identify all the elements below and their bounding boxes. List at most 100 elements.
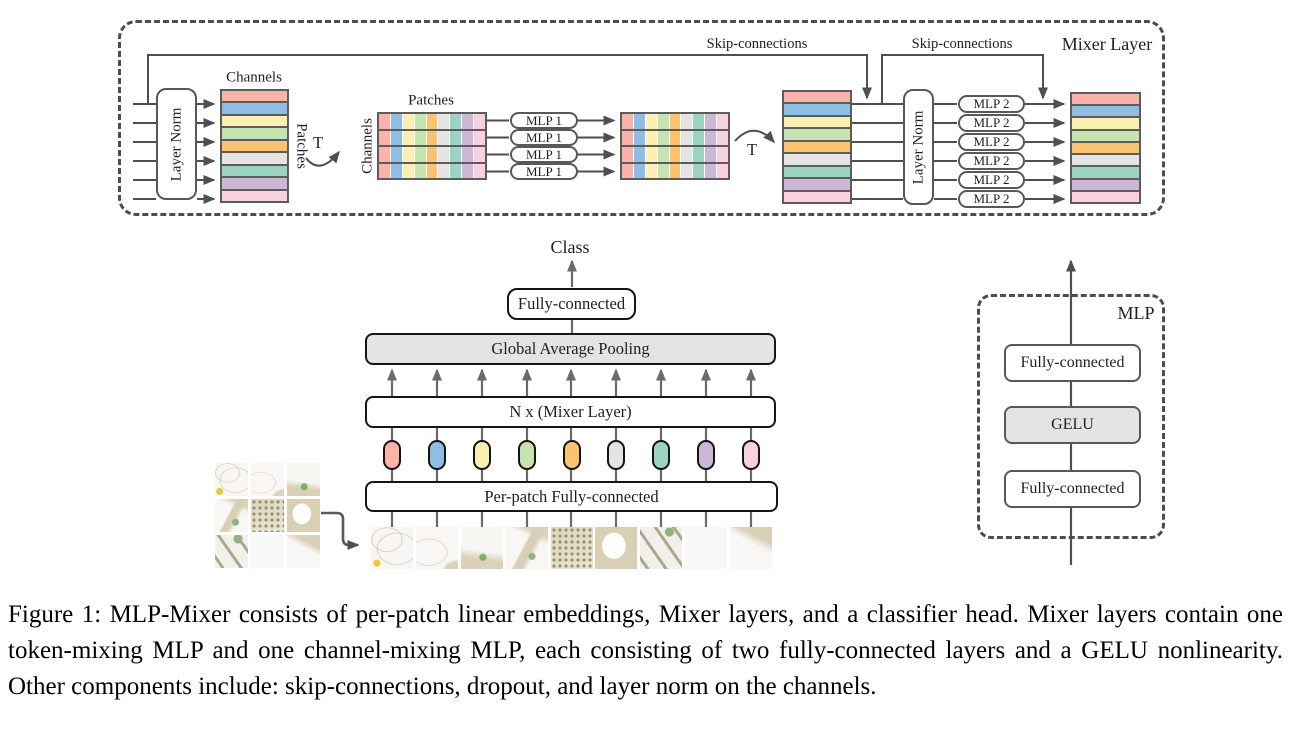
image-patch-row [371,527,772,569]
mlp2-box-3: MLP 2 [958,133,1025,151]
matrix-cell [390,114,402,129]
channels-axis-label: Channels [226,69,282,86]
image-patch [251,499,284,532]
matrix-cell [669,130,681,145]
mlp-fc-bottom-label: Fully-connected [1020,480,1125,497]
matrix-cell [717,114,729,129]
mlp2-box-2: MLP 2 [958,114,1025,132]
mlp-fully-connected-bottom-box: Fully-connected [1004,470,1141,508]
matrix-cell [645,163,657,178]
mlp1-box-2: MLP 1 [510,129,578,146]
matrix-cell [390,130,402,145]
transpose-arrow-2 [734,129,776,144]
matrix-cell [414,163,426,178]
matrix-cell [633,114,645,129]
matrix-cell [693,163,705,178]
image-patch [730,527,772,569]
matrix-cell [717,163,729,178]
layer-norm-2-label: Layer Norm [910,110,926,184]
transpose-arrow-1 [305,150,340,167]
mlp1-box-3: MLP 1 [510,146,578,163]
tokens-matrix-output [1070,92,1141,204]
mlp-block-dashed-box [977,294,1165,539]
matrix-cell [426,130,438,145]
gelu-label: GELU [1051,416,1094,433]
matrix-cell [402,130,414,145]
matrix-cell [693,147,705,162]
matrix-cell [717,147,729,162]
transposed-matrix-in [377,112,487,180]
mixer-layer-wires [133,54,1066,204]
image-patch [550,527,593,569]
mixer-stack-label: N x (Mixer Layer) [509,402,632,421]
skip-connections-label-1: Skip-connections [706,35,808,52]
image-patch [287,499,320,532]
input-image-patch-grid [215,463,320,568]
matrix-cell [622,147,633,162]
matrix-cell [705,130,717,145]
matrix-cell [379,163,390,178]
mixer-stack-box: N x (Mixer Layer) [365,396,776,428]
mlp2-label: MLP 2 [973,115,1010,130]
image-patch [685,527,728,569]
patch-embedding-token [427,440,446,470]
matrix-cell [669,163,681,178]
mlp2-box-4: MLP 2 [958,152,1025,170]
patch-embedding-token [607,440,626,470]
matrix-cell [705,114,717,129]
matrix-cell [414,130,426,145]
matrix-cell [669,114,681,129]
gelu-box: GELU [1004,406,1141,444]
mlp2-box-6: MLP 2 [958,190,1025,208]
mlp1-label: MLP 1 [526,146,562,162]
matrix-cell [402,114,414,129]
gap-label: Global Average Pooling [491,339,650,358]
matrix-cell [379,114,390,129]
mlp2-box-1: MLP 2 [958,95,1025,113]
matrix-cell [462,114,474,129]
matrix-cell [474,114,486,129]
classifier-fc-label: Fully-connected [517,294,626,313]
matrix-cell [402,147,414,162]
image-patch [415,527,458,569]
image-patch [287,535,320,568]
matrix-cell [450,114,462,129]
matrix-cell [645,130,657,145]
image-patch [371,527,413,569]
mlp2-label: MLP 2 [973,96,1010,111]
matrix-cell [462,147,474,162]
image-patch [251,463,284,496]
matrix-cell [681,147,693,162]
image-patch [640,527,683,569]
matrix-cell [474,147,486,162]
matrix-cell [414,114,426,129]
matrix-cell [438,130,450,145]
matrix-cell [462,163,474,178]
matrix-cell [379,147,390,162]
matrix-cell [426,163,438,178]
matrix-cell [622,114,633,129]
matrix-row [620,145,730,164]
mlp1-box-1: MLP 1 [510,112,578,129]
matrix-cell [622,163,633,178]
patches-axis-label-transposed: Patches [408,92,454,109]
global-average-pooling-box: Global Average Pooling [365,333,776,365]
per-patch-fully-connected-box: Per-patch Fully-connected [365,481,778,512]
patch-embedding-token [472,440,491,470]
mixer-layer-title: Mixer Layer [1061,34,1153,54]
layer-norm-1-label: Layer Norm [168,107,184,181]
mlp2-box-5: MLP 2 [958,171,1025,189]
matrix-cell [379,130,390,145]
image-patch [460,527,503,569]
architecture-wires [387,259,756,528]
channels-axis-label-transposed: Channels [359,118,376,174]
tokens-matrix [220,89,289,203]
matrix-cell [693,130,705,145]
skip-connection-2 [881,54,1048,104]
transpose-label-1: T [312,132,324,152]
layer-norm-1-box: Layer Norm [156,88,197,200]
image-patch [215,499,248,532]
matrix-cell [426,114,438,129]
